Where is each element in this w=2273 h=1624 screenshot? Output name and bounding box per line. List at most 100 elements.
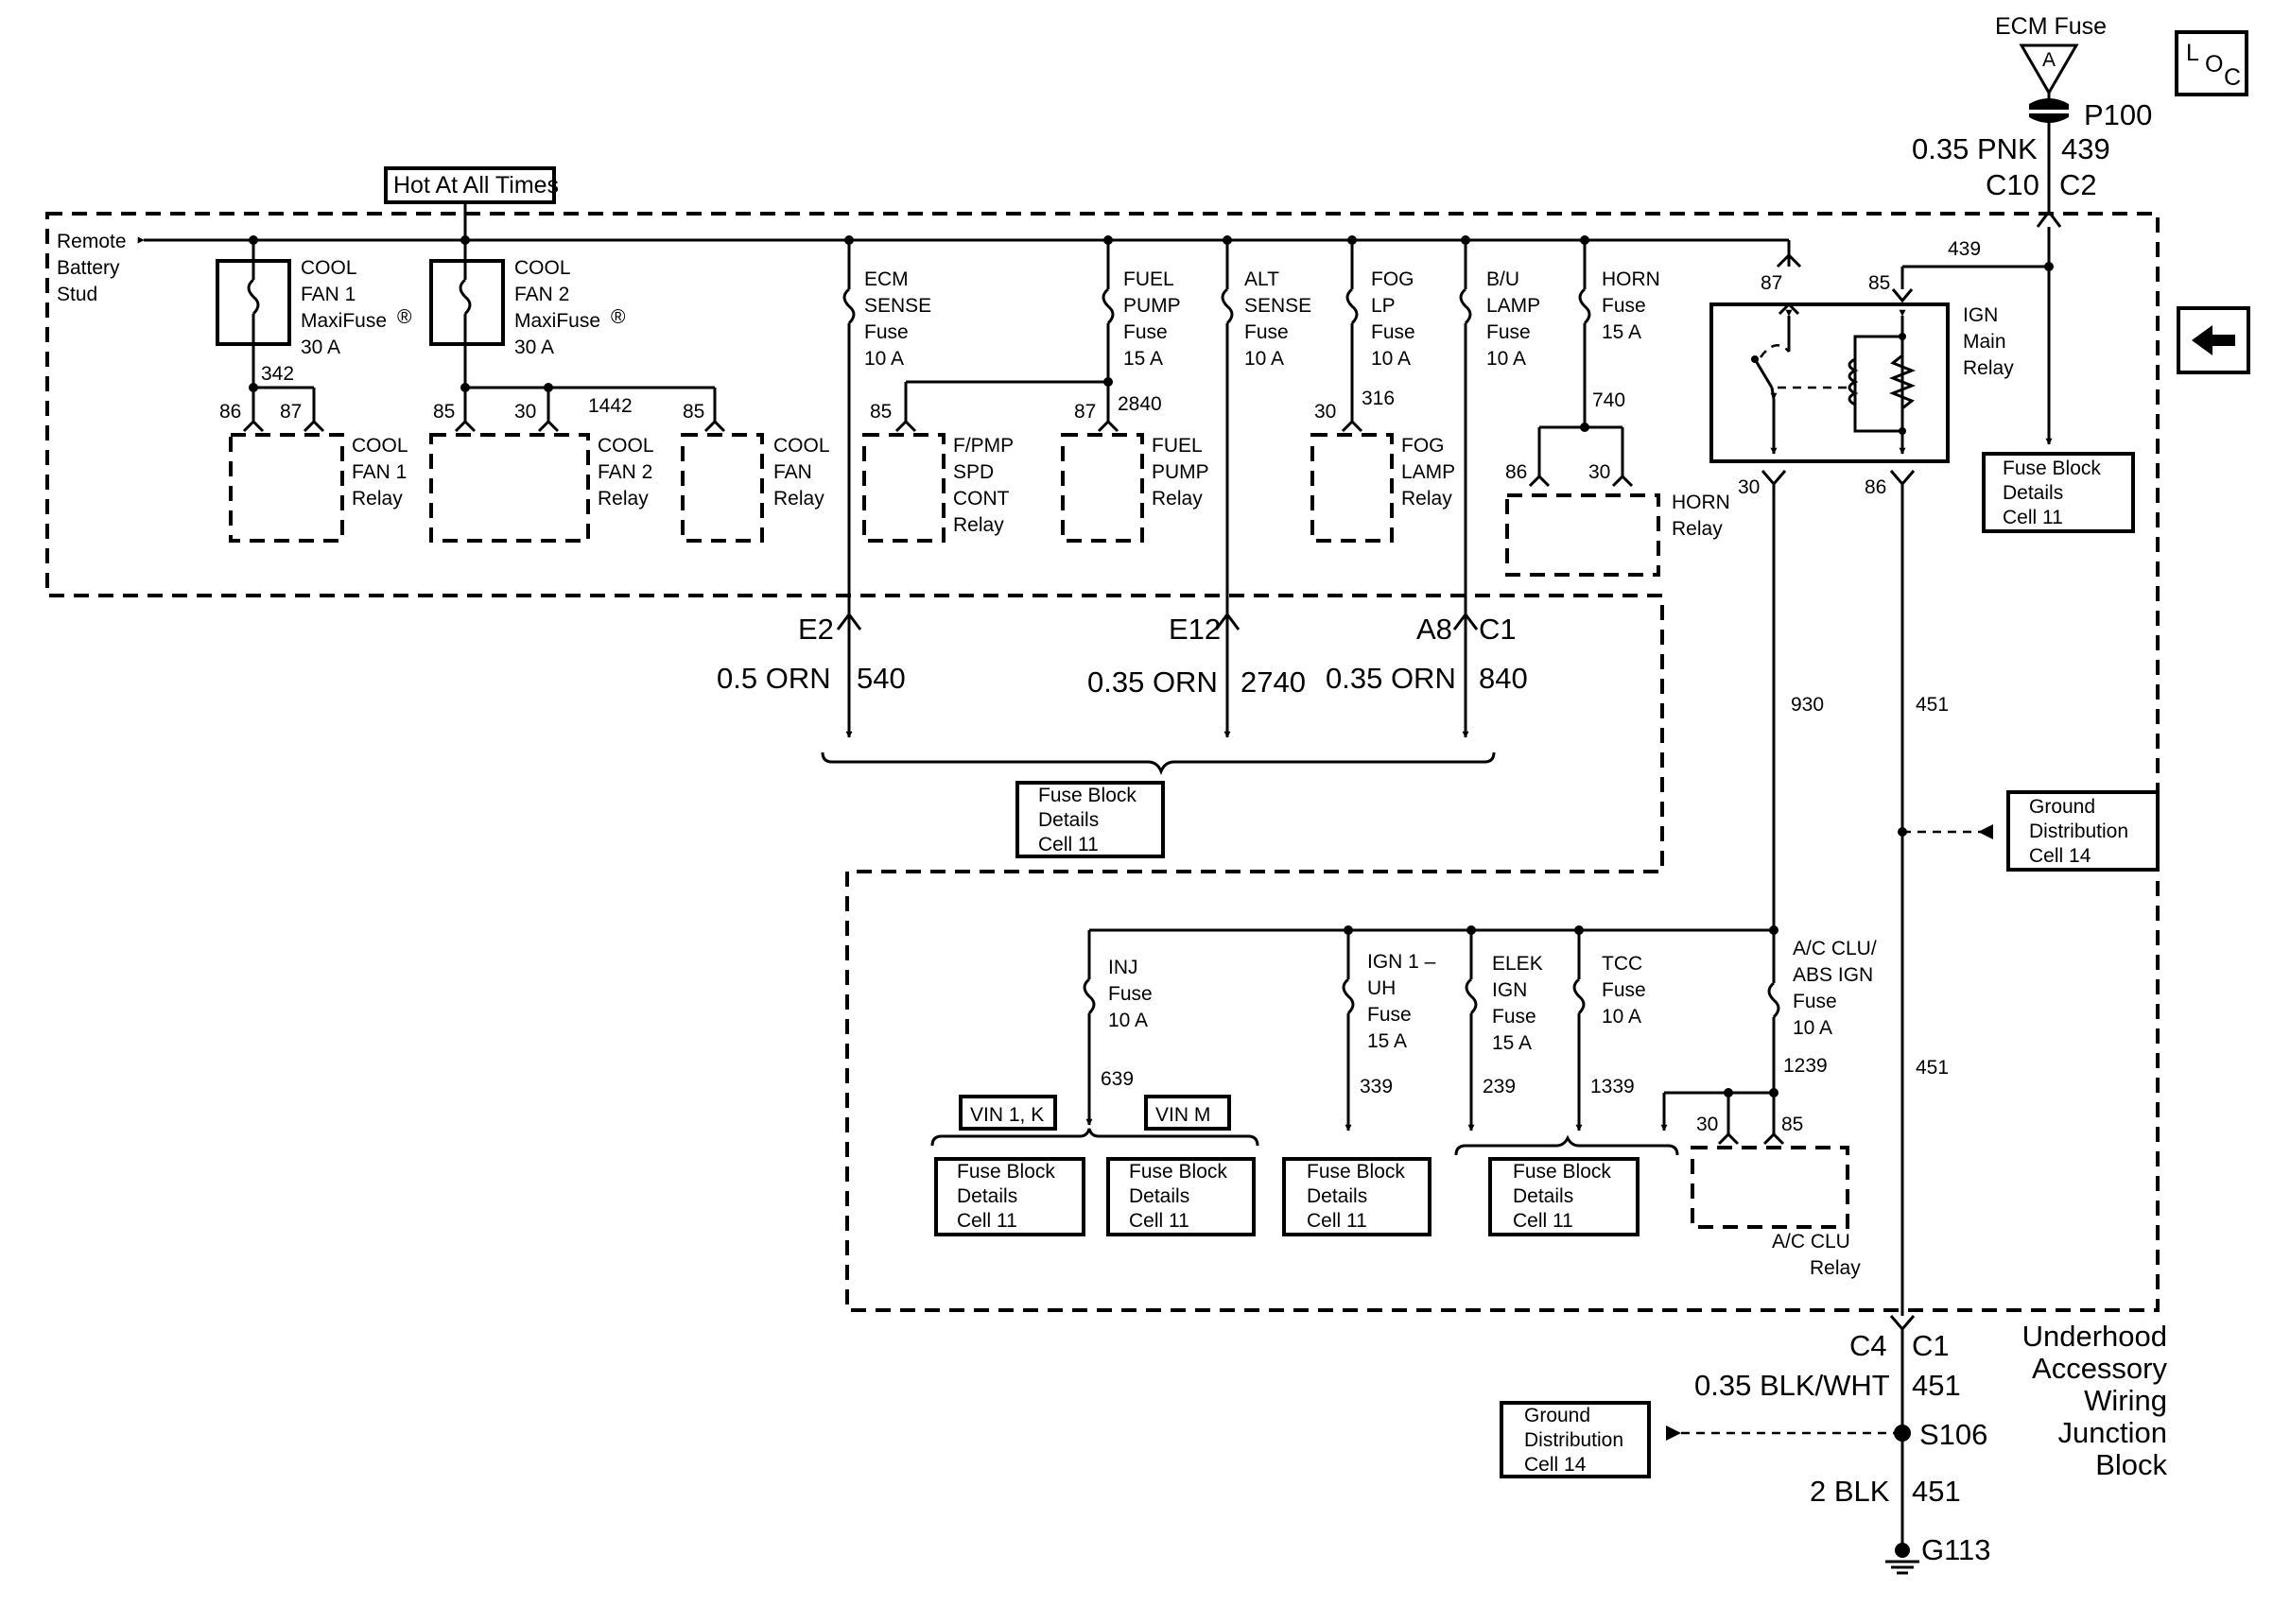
svg-text:SENSE: SENSE xyxy=(864,295,931,317)
fuse-block-details-6: Fuse Block Details Cell 11 xyxy=(1488,1157,1640,1236)
ign1-uh-fuse: IGN 1 – UH Fuse 15 A 339 xyxy=(1342,925,1436,1132)
svg-text:30 A: 30 A xyxy=(301,337,340,358)
left-arrow-icon xyxy=(2177,306,2250,374)
svg-text:COOL: COOL xyxy=(352,435,408,457)
circuit-239: 239 xyxy=(1483,1076,1516,1097)
svg-text:Fuse Block: Fuse Block xyxy=(1307,1161,1405,1183)
resistor-icon xyxy=(1888,354,1917,410)
svg-text:15 A: 15 A xyxy=(1367,1030,1407,1052)
svg-text:Fuse Block: Fuse Block xyxy=(1038,785,1136,806)
svg-text:E2: E2 xyxy=(798,613,834,646)
svg-text:Fuse: Fuse xyxy=(1492,1006,1536,1028)
svg-text:IGN: IGN xyxy=(1963,304,1998,326)
output-e12: E12 0.35 ORN 2740 xyxy=(1087,613,1306,699)
circuit-740: 740 xyxy=(1592,389,1625,411)
svg-text:30: 30 xyxy=(514,401,536,423)
svg-text:VIN 1, K: VIN 1, K xyxy=(970,1104,1044,1126)
svg-text:HORN: HORN xyxy=(1672,492,1730,513)
svg-text:10 A: 10 A xyxy=(1486,348,1526,370)
ecm-sense-fuse: ECM SENSE Fuse 10 A xyxy=(836,235,931,738)
svg-text:PUMP: PUMP xyxy=(1123,295,1181,317)
svg-text:Underhood: Underhood xyxy=(2022,1320,2167,1353)
svg-text:Hot At All Times: Hot At All Times xyxy=(393,172,559,199)
svg-text:Cell 11: Cell 11 xyxy=(1129,1210,1189,1232)
svg-text:IGN: IGN xyxy=(1492,979,1527,1001)
svg-text:ECM: ECM xyxy=(864,268,909,290)
battery-bus xyxy=(137,236,1802,268)
svg-text:Cell 11: Cell 11 xyxy=(2003,507,2063,528)
fuse-icon xyxy=(247,278,260,316)
svg-text:10 A: 10 A xyxy=(1602,1006,1641,1028)
fuse-block-details-2: Fuse Block Details Cell 11 xyxy=(1015,781,1165,858)
fuse-block-details-1: Fuse Block Details Cell 11 xyxy=(1982,452,2135,533)
ecm-fuse-triangle-icon xyxy=(2019,43,2079,95)
circuit-316: 316 xyxy=(1362,388,1395,409)
svg-text:85: 85 xyxy=(1868,272,1890,294)
fuse-icon xyxy=(1459,287,1472,325)
ac-clu-abs-ign-fuse: A/C CLU/ ABS IGN Fuse 10 A 1239 30 85 xyxy=(1660,930,1877,1146)
circuit-1442: 1442 xyxy=(588,395,633,417)
svg-text:Junction: Junction xyxy=(2058,1416,2167,1449)
splice-label: S106 xyxy=(1919,1418,1987,1451)
svg-text:IGN 1 –: IGN 1 – xyxy=(1367,951,1436,973)
svg-text:HORN: HORN xyxy=(1602,268,1660,290)
svg-text:10 A: 10 A xyxy=(1793,1017,1832,1039)
fog-lamp-relay: FOG LAMP Relay xyxy=(1310,433,1455,543)
svg-text:Details: Details xyxy=(1038,809,1099,831)
svg-text:ABS IGN: ABS IGN xyxy=(1793,964,1873,986)
svg-text:Details: Details xyxy=(1129,1185,1189,1207)
loc-icon: L O C xyxy=(2175,30,2248,96)
ign-main-relay: 87 85 439 IGN Main Relay 30 86 xyxy=(1709,227,2054,1316)
svg-text:CONT: CONT xyxy=(953,488,1010,510)
svg-text:MaxiFuse: MaxiFuse xyxy=(514,310,600,332)
svg-text:87: 87 xyxy=(280,401,302,423)
junction-block-title: Underhood Accessory Wiring Junction Bloc… xyxy=(2022,1320,2168,1481)
svg-text:Fuse Block: Fuse Block xyxy=(2003,458,2101,479)
svg-text:FAN 1: FAN 1 xyxy=(301,284,356,305)
svg-text:SENSE: SENSE xyxy=(1244,295,1311,317)
ecm-fuse-label: ECM Fuse xyxy=(1995,13,2107,40)
fpmp-spd-cont-relay: F/PMP SPD CONT Relay xyxy=(862,433,1014,543)
svg-text:Relay: Relay xyxy=(1963,357,2014,379)
svg-text:Battery: Battery xyxy=(57,257,120,279)
fuse-icon xyxy=(842,287,856,325)
fuse-icon xyxy=(1342,977,1355,1015)
circuit-342: 342 xyxy=(261,363,294,385)
svg-text:F/PMP: F/PMP xyxy=(953,435,1014,457)
output-e2: E2 0.5 ORN 540 xyxy=(717,613,906,695)
ground-icon xyxy=(1885,1560,1919,1575)
fuse-block-details-3: Fuse Block Details Cell 11 xyxy=(934,1157,1085,1236)
svg-text:0.35 ORN: 0.35 ORN xyxy=(1087,665,1218,699)
svg-text:FAN: FAN xyxy=(773,461,812,483)
svg-text:Relay: Relay xyxy=(352,488,403,510)
fuse-icon xyxy=(1345,287,1359,325)
svg-text:Fuse: Fuse xyxy=(1486,321,1531,343)
svg-text:L: L xyxy=(2186,40,2199,66)
svg-text:30: 30 xyxy=(1738,476,1760,498)
svg-text:Wiring: Wiring xyxy=(2084,1384,2167,1417)
svg-text:O: O xyxy=(2205,51,2223,78)
svg-text:87: 87 xyxy=(1761,272,1782,294)
fuse-block-details-5: Fuse Block Details Cell 11 xyxy=(1282,1157,1431,1236)
horn-fuse: HORN Fuse 15 A 740 86 30 xyxy=(1505,235,1660,488)
svg-text:85: 85 xyxy=(870,401,892,423)
svg-text:Relay: Relay xyxy=(1152,488,1203,510)
svg-text:Accessory: Accessory xyxy=(2032,1352,2167,1385)
ecm-fuse-letter: A xyxy=(2042,49,2056,71)
svg-text:86: 86 xyxy=(1505,461,1527,483)
ground-distribution-right: Ground Distribution Cell 14 xyxy=(2006,790,2160,872)
cool-fan2-relay: COOL FAN 2 Relay xyxy=(429,433,654,543)
circuit-1239: 1239 xyxy=(1783,1055,1828,1077)
svg-text:86: 86 xyxy=(219,401,241,423)
svg-text:ALT: ALT xyxy=(1244,268,1279,290)
svg-text:COOL: COOL xyxy=(301,257,357,279)
svg-text:10 A: 10 A xyxy=(1108,1010,1148,1031)
circuit-451-upper: 451 xyxy=(1916,694,1949,716)
svg-text:85: 85 xyxy=(1781,1114,1803,1135)
svg-text:Fuse Block: Fuse Block xyxy=(1513,1161,1611,1183)
svg-text:0.35 ORN: 0.35 ORN xyxy=(1326,662,1456,695)
alt-sense-fuse: ALT SENSE Fuse 10 A xyxy=(1214,235,1311,738)
svg-text:10 A: 10 A xyxy=(864,348,904,370)
svg-text:Relay: Relay xyxy=(953,514,1004,536)
svg-text:Cell 14: Cell 14 xyxy=(2029,845,2091,867)
